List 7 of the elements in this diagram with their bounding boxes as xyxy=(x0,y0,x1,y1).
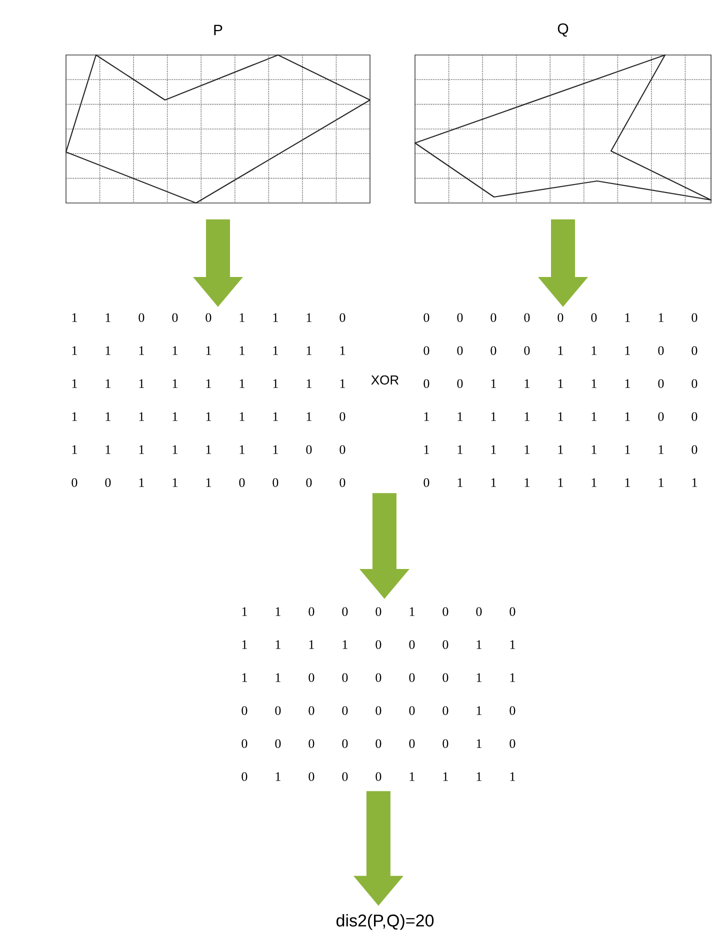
binary-matrix: 1 1 0 0 0 1 1 1 0 1 1 1 1 1 1 1 1 1 1 1 1 1 1 1 1 1 1 1 1 1 1 1 1 1 1 0 1 1 1 1 1 1 1 0 0 0 0 1 1 1 0 0 0 0 xyxy=(72,313,346,487)
binary-matrix: 1 1 0 0 0 1 0 0 0 1 1 1 1 0 0 0 1 1 1 1 0 0 0 0 0 1 1 0 0 0 0 0 0 0 1 0 0 0 0 0 0 0 0 1 0 0 1 0 0 0 1 1 1 1 xyxy=(242,607,516,781)
panel-title: Q xyxy=(558,23,568,37)
panel-title: P xyxy=(214,24,222,36)
operator-label: XOR xyxy=(371,375,398,385)
binary-matrix: 0 0 0 0 0 0 1 1 0 0 0 0 0 1 1 1 0 0 0 0 1 1 1 1 1 0 0 1 1 1 1 1 1 1 0 0 1 1 1 1 1 1 1 1 0 0 1 1 1 1 1 1 1 1 xyxy=(424,313,698,487)
result-text: dis2(P,Q)=20 xyxy=(336,914,434,930)
